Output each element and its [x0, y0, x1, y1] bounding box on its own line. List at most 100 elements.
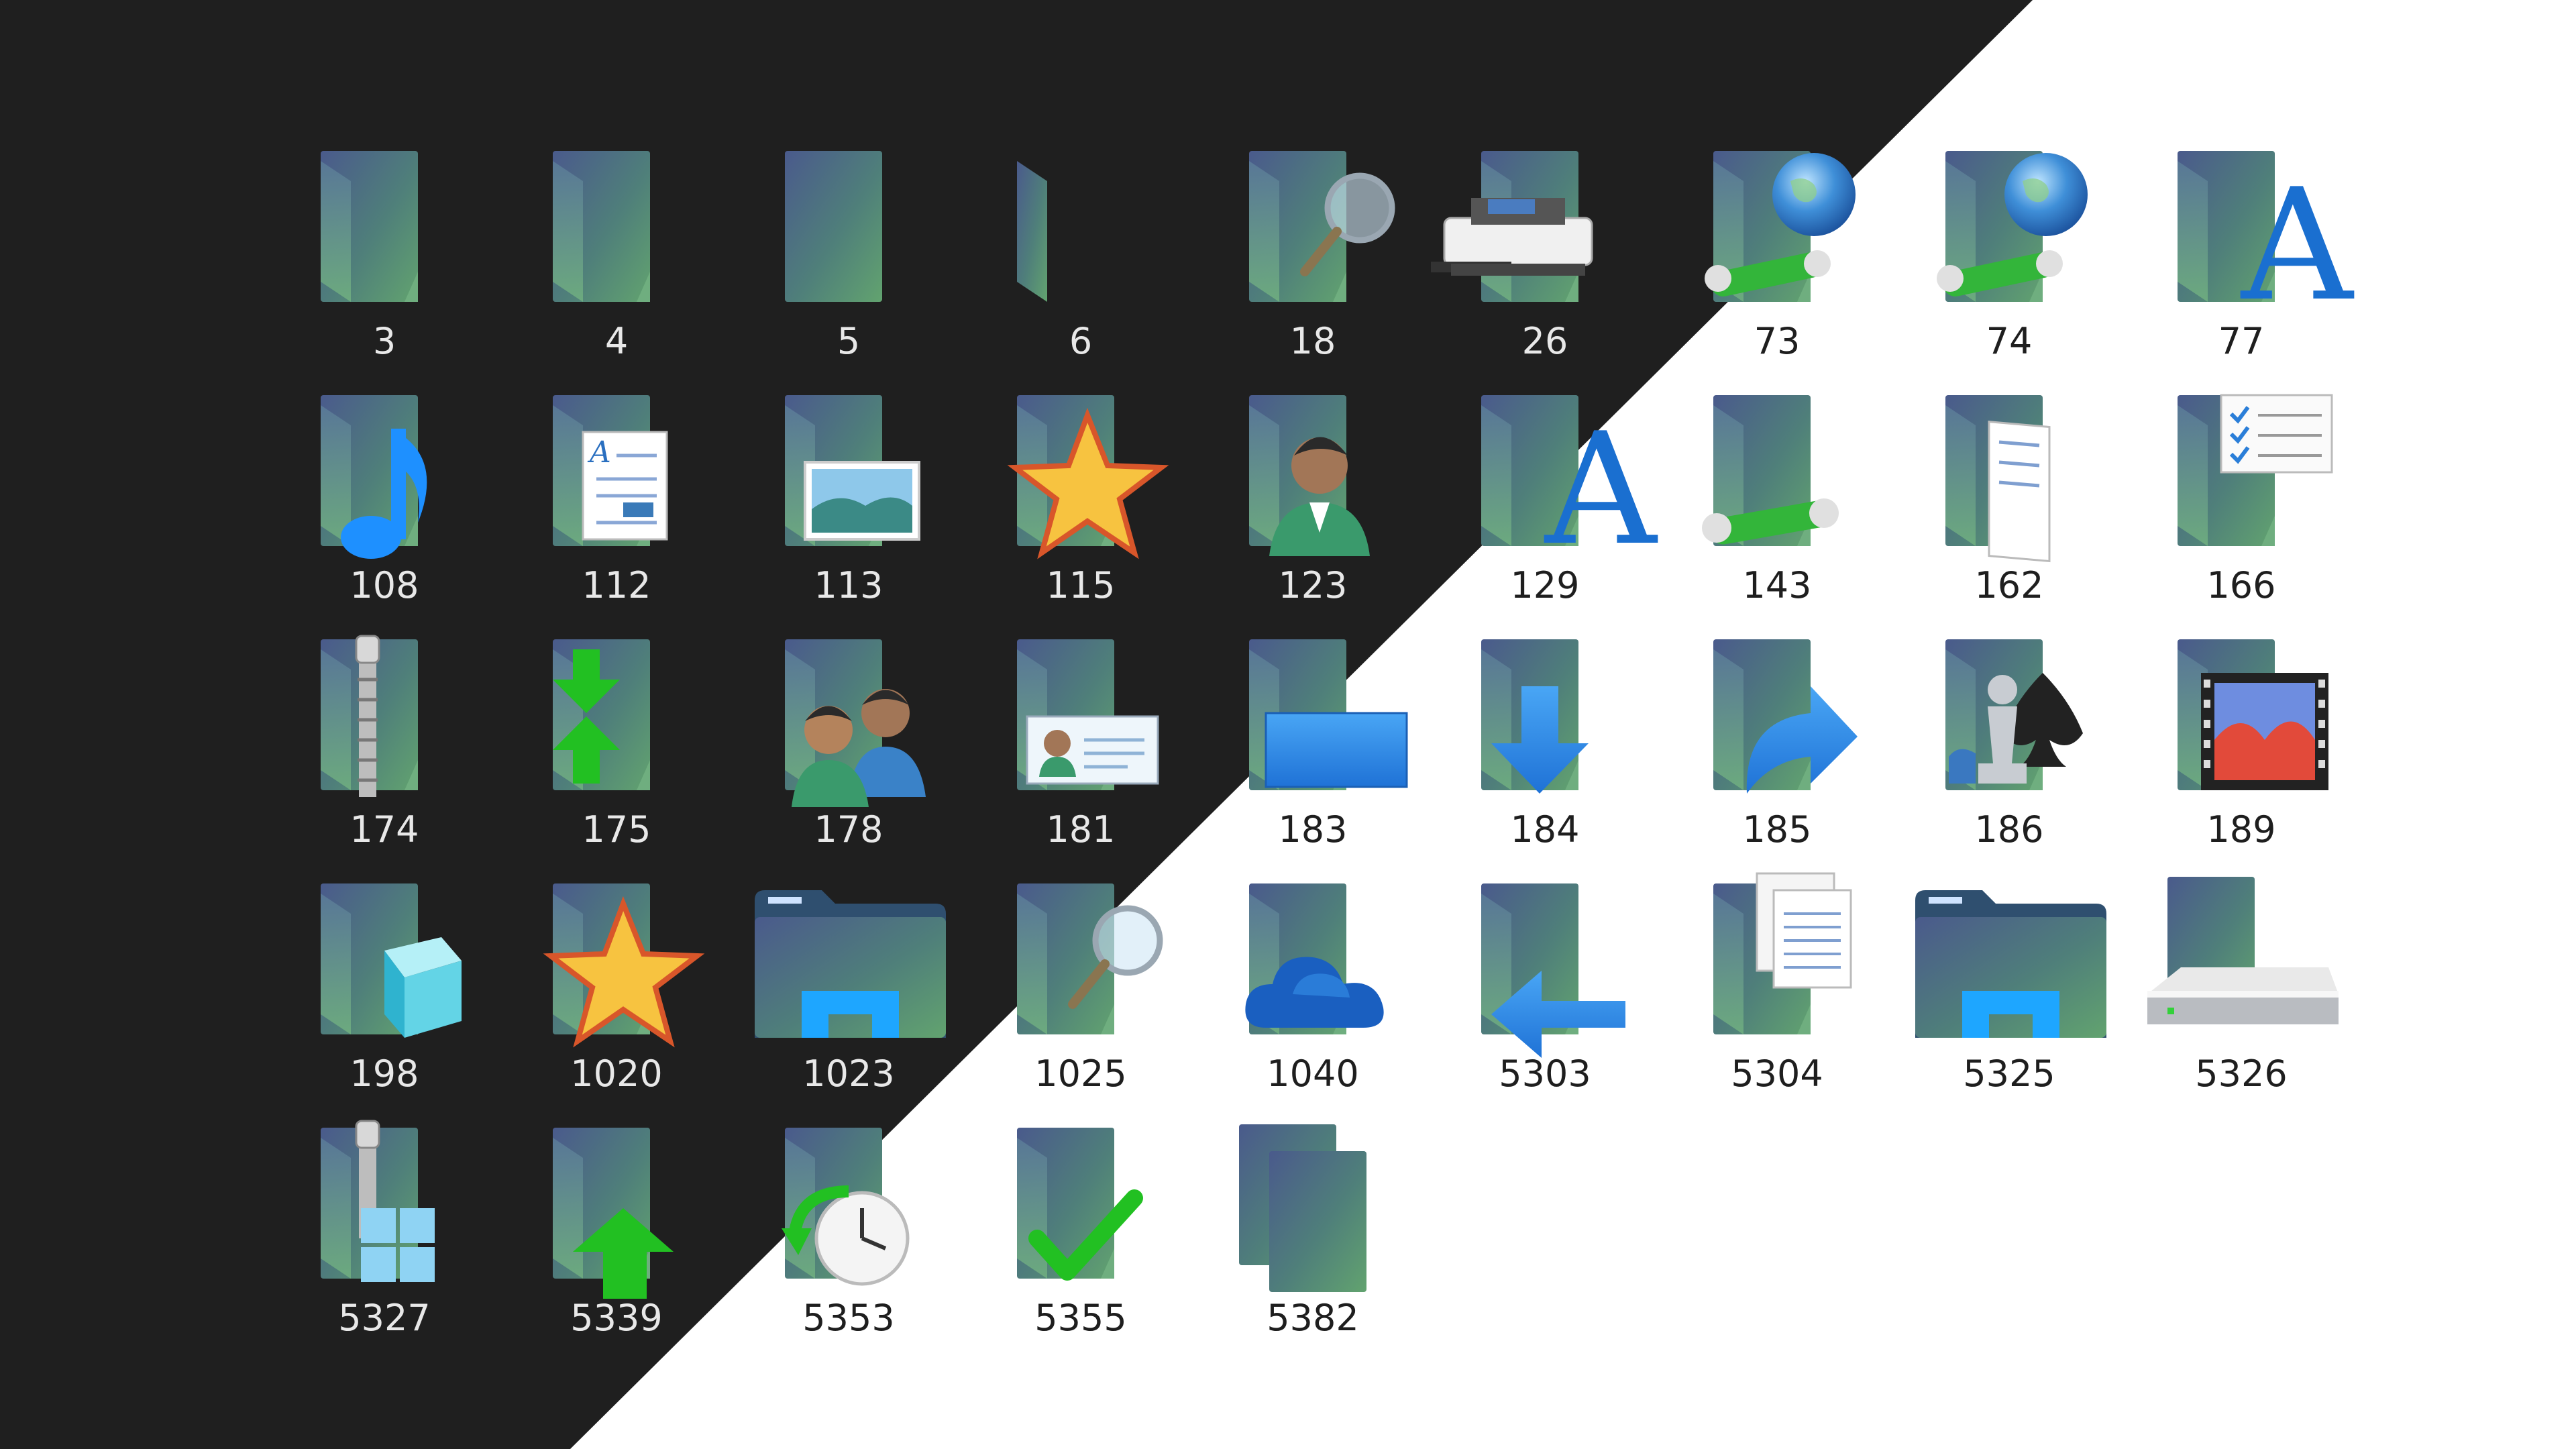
zipper-icon: [355, 635, 380, 797]
folder-label: 74: [1986, 320, 2033, 362]
folder-icon-5339[interactable]: 5339: [500, 1121, 733, 1365]
folder-icon-143[interactable]: 143: [1661, 388, 1893, 633]
folder-label: 115: [1046, 564, 1116, 606]
folder-label: 129: [1510, 564, 1580, 606]
folder-icon-198[interactable]: 198: [268, 877, 500, 1121]
folder-label: 162: [1974, 564, 2044, 606]
folder-icon: [1017, 161, 1047, 302]
svg-text:A: A: [587, 435, 611, 470]
folder-label: 185: [1742, 808, 1812, 851]
folder-icon-5[interactable]: 5: [733, 144, 965, 388]
folder-icon-181[interactable]: 181: [965, 633, 1197, 877]
games-icon: [1949, 673, 2083, 784]
folder-icon-6[interactable]: 6: [965, 144, 1197, 388]
folder-label: 5355: [1034, 1297, 1127, 1339]
folder-icon-162[interactable]: 162: [1893, 388, 2125, 633]
sync-arrows-icon: [553, 649, 620, 784]
folder-icon-73[interactable]: 73: [1661, 144, 1893, 388]
folder-icon-5304[interactable]: 5304: [1661, 872, 1893, 1121]
folder-label: 123: [1278, 564, 1348, 606]
folder-label: 5326: [2195, 1053, 2288, 1095]
network-globe-icon: [1937, 151, 2088, 302]
folder-icon-18[interactable]: 18: [1197, 144, 1429, 388]
explorer-folder-icon: [1915, 890, 2106, 1038]
folder-icon-108[interactable]: 108: [268, 388, 500, 633]
folder-icon-1020[interactable]: 1020: [500, 877, 733, 1121]
folder-label: 113: [814, 564, 883, 606]
folder-label: 5303: [1499, 1053, 1591, 1095]
folder-icon-185[interactable]: 185: [1661, 633, 1893, 877]
zipper-icon: [321, 635, 418, 797]
font-a-icon: A: [2240, 156, 2355, 335]
folder-icon-5327[interactable]: 5327: [268, 1120, 500, 1365]
font-a-icon: A: [2178, 151, 2355, 335]
open-folder-icon: [1945, 395, 2051, 563]
folder-icon-175[interactable]: 175: [500, 633, 733, 877]
folder-label: 184: [1510, 808, 1580, 851]
folder-icon-74[interactable]: 74: [1893, 144, 2125, 388]
shortcut-arrow-icon: [1713, 639, 1858, 794]
checklist-icon: [2220, 394, 2333, 474]
folder-icon-3[interactable]: 3: [268, 144, 500, 388]
sync-arrows-icon: [553, 639, 650, 790]
cloud-icon: [1245, 883, 1384, 1034]
shortcut-arrow-icon: [1746, 686, 1858, 794]
folder-label: 178: [814, 808, 883, 851]
folder-icon-115[interactable]: 115: [965, 388, 1197, 633]
folder-icon-183[interactable]: 183: [1197, 633, 1429, 877]
picture-icon: [804, 461, 920, 541]
cube-3d-icon: [384, 937, 462, 1038]
user-icon: [1269, 437, 1370, 556]
users-icon: [785, 639, 926, 807]
font-a-icon: A: [1544, 400, 1658, 580]
folder-icon-1025[interactable]: 1025: [965, 877, 1197, 1121]
folder-icon-5382[interactable]: 5382: [1197, 1121, 1429, 1365]
document-icon: A: [582, 431, 668, 541]
users-icon: [792, 689, 926, 807]
folder-icon-5326[interactable]: 5326: [2125, 877, 2357, 1121]
drive-icon: [2147, 967, 2339, 1024]
printer-icon: [1431, 198, 1593, 276]
games-icon: [1945, 639, 2083, 790]
folder-label: 18: [1289, 320, 1336, 362]
folder-label: 5325: [1963, 1053, 2055, 1095]
folder-icon: [785, 151, 882, 302]
folder-label: 5353: [802, 1297, 895, 1339]
folder-icon-166[interactable]: 166: [2125, 388, 2357, 633]
up-arrow-icon: [573, 1208, 674, 1299]
zip-windows-icon: [355, 1120, 435, 1282]
folder-icon-5303[interactable]: 5303: [1429, 877, 1661, 1121]
folder-label: 5382: [1267, 1297, 1359, 1339]
magnifier-icon: [1249, 151, 1395, 302]
folder-icon-26[interactable]: 26: [1429, 144, 1661, 388]
folder-icon-1023[interactable]: 1023: [733, 877, 965, 1121]
cloud-icon: [1245, 957, 1384, 1028]
folder-label: 5327: [338, 1297, 431, 1339]
folder-icon-113[interactable]: 113: [733, 388, 965, 633]
folder-icon-174[interactable]: 174: [268, 633, 500, 877]
folder-icon-189[interactable]: 189: [2125, 633, 2357, 877]
documents-icon: [1713, 872, 1852, 1034]
folder-icon-123[interactable]: 123: [1197, 388, 1429, 633]
folder-icon-1040[interactable]: 1040: [1197, 877, 1429, 1121]
folder-icon-5353[interactable]: 5353: [733, 1121, 965, 1365]
music-note-icon: [341, 429, 427, 559]
zip-windows-icon: [321, 1120, 435, 1282]
network-globe-icon: [1705, 153, 1856, 297]
magnifier-icon: [1300, 172, 1395, 276]
network-pipe-icon: [1702, 395, 1839, 546]
folder-icon-184[interactable]: 184: [1429, 633, 1661, 877]
folder-icon-5325[interactable]: 5325: [1893, 877, 2125, 1121]
font-a-icon: A: [1481, 395, 1658, 580]
background-dark: [0, 0, 2033, 1449]
folder-icon-178[interactable]: 178: [733, 633, 965, 877]
folder-icon-186[interactable]: 186: [1893, 633, 2125, 877]
folder-icon: [321, 151, 418, 302]
explorer-folder-icon: [1915, 890, 2106, 1038]
star-icon: [1007, 407, 1169, 559]
folder-icon-4[interactable]: 4: [500, 144, 733, 388]
folder-icon-5355[interactable]: 5355: [965, 1121, 1197, 1365]
